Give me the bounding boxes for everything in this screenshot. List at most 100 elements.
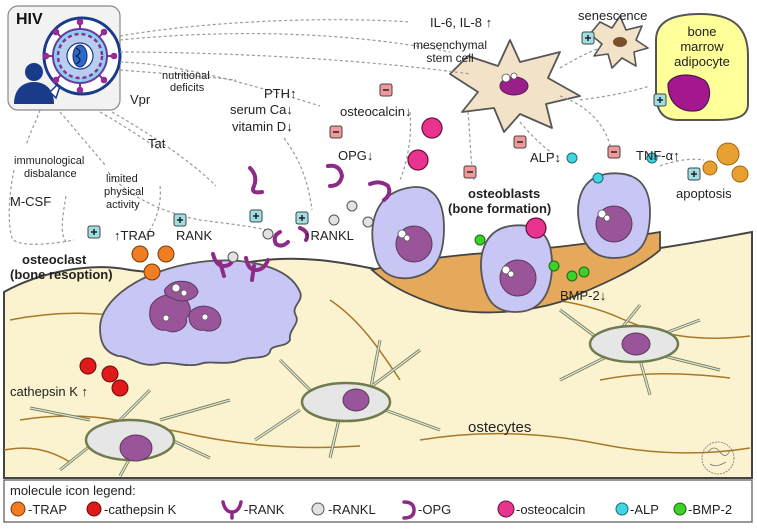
msc-label-2: stem cell (426, 51, 473, 65)
minus-sign (379, 83, 393, 97)
minus-sign (329, 125, 343, 139)
minus-sign (463, 165, 477, 179)
osteoblast-3 (577, 172, 651, 259)
rank-receptors-osteoclast (211, 251, 270, 282)
cathepsin-k-molecule (101, 365, 119, 383)
legend-item-trap: -TRAP (10, 501, 67, 517)
pth-label: PTH↑ (264, 86, 297, 101)
virus-icon (42, 16, 122, 100)
rankl-molecule (328, 214, 340, 226)
serum-ca-label: serum Ca↓ (230, 102, 293, 117)
osteocalcin-label: osteocalcin↓ (340, 104, 412, 119)
apoptosis-label: apoptosis (676, 186, 732, 201)
osteoblasts-label-1: osteoblasts (468, 186, 540, 201)
limited-label-2: physical (104, 186, 144, 198)
plus-sign (581, 31, 595, 45)
legend-item-cathepsin-k: -cathepsin K (86, 501, 177, 517)
nutritional-label-1: nutritional (162, 70, 210, 82)
osteoblast-1 (371, 186, 445, 280)
osteocalcin-molecule (525, 217, 547, 239)
legend-item-bmp2: -BMP-2 (673, 502, 732, 517)
limited-label-1: limited (106, 173, 138, 185)
hiv-box: HIV (7, 5, 122, 111)
bmp2-molecule (548, 260, 560, 272)
immunological-label-1: immunological (14, 155, 84, 167)
legend-label-cathepsin-k: -cathepsin K (104, 502, 177, 517)
nutritional-label-2: deficits (170, 82, 205, 94)
rank-label: RANK (176, 228, 212, 243)
legend-label-osteocalcin: -osteocalcin (516, 502, 585, 517)
bmp2-molecule (578, 266, 590, 278)
factor-labels: IL-6, IL-8 ↑ mesenchymal stem cell senes… (10, 8, 732, 399)
mesenchymal-stem-cell (449, 39, 581, 133)
opg-molecule (248, 166, 264, 195)
rankl-molecule (346, 200, 358, 212)
alp-molecule (646, 152, 658, 164)
vitamin-d-label: vitamin D↓ (232, 119, 293, 134)
legend-label-rankl: -RANKL (328, 502, 376, 517)
trap-molecule (143, 263, 161, 281)
legend: molecule icon legend: -TRAP -cathepsin K… (3, 479, 753, 523)
adipocyte-label-1: bone (688, 24, 717, 39)
plus-sign (87, 225, 101, 239)
opg-label: OPG↓ (338, 148, 373, 163)
opg-molecule (326, 163, 345, 188)
minus-sign (513, 135, 527, 149)
rankl-label: ↑RANKL (304, 228, 354, 243)
mcsf-label: M-CSF (10, 194, 51, 209)
alp-molecule (566, 152, 578, 164)
bmp2-molecule (474, 234, 486, 246)
adipocyte-label-3: adipocyte (674, 54, 730, 69)
vpr-label: Vpr (130, 92, 151, 107)
plus-sign (249, 209, 263, 223)
rankl-molecule (362, 216, 374, 228)
bmp2-label: BMP-2↓ (560, 288, 606, 303)
plus-sign (295, 211, 309, 225)
regulation-signs (87, 31, 701, 239)
osteocyte-3 (559, 304, 721, 396)
tnf-label: TNF-α↑ (636, 148, 680, 163)
legend-item-alp: -ALP (615, 502, 659, 517)
tat-label: Tat (148, 136, 166, 151)
legend-label-bmp2: -BMP-2 (688, 502, 732, 517)
legend-item-rankl: -RANKL (311, 502, 376, 517)
osteocytes-label: ostecytes (468, 419, 531, 436)
alp-label: ALP↓ (530, 150, 561, 165)
bone-marrow-adipocyte: bone marrow adipocyte (655, 12, 749, 121)
legend-label-alp: -ALP (630, 502, 659, 517)
cathepsin-k-molecule (79, 357, 97, 375)
immunological-label-2: disbalance (24, 168, 77, 180)
signature-mark (701, 441, 735, 475)
senescence-label: senescence (578, 8, 647, 23)
osteoclast-label-1: osteoclast (22, 252, 87, 267)
legend-title: molecule icon legend: (10, 483, 136, 498)
trap-label: ↑TRAP (114, 228, 155, 243)
rankl-molecule (262, 228, 274, 240)
legend-label-trap: -TRAP (28, 502, 67, 517)
opg-molecule (272, 230, 290, 248)
opg-molecule (298, 226, 310, 242)
trap-molecule (157, 245, 175, 263)
opg-molecule (368, 180, 392, 202)
osteocyte-1 (29, 388, 231, 477)
alp-molecule (592, 172, 604, 184)
cathepsin-k-molecule (111, 379, 129, 397)
legend-item-osteocalcin: -osteocalcin (497, 500, 585, 518)
plus-sign (173, 213, 187, 227)
minus-sign (607, 145, 621, 159)
adipocyte-label-2: marrow (680, 39, 724, 54)
legend-item-opg: -OPG (402, 500, 451, 520)
plus-sign (653, 93, 667, 107)
osteoblasts-label-2: (bone formation) (448, 201, 551, 216)
pathway-arrows (8, 19, 705, 245)
hiv-label: HIV (16, 11, 43, 28)
trap-molecule (131, 245, 149, 263)
cathepsin-label: cathepsin K ↑ (10, 384, 88, 399)
il-label: IL-6, IL-8 ↑ (430, 15, 492, 30)
legend-item-rank: -RANK (221, 500, 285, 520)
molecules (79, 117, 658, 397)
bmp2-molecule (566, 270, 578, 282)
osteoclast-cell (99, 259, 302, 367)
osteocyte-2 (254, 339, 441, 459)
